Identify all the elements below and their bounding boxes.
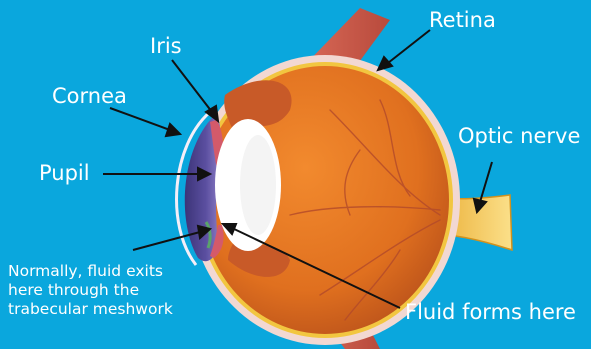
label-optic-nerve: Optic nerve [458, 126, 580, 147]
iris-leader [172, 60, 212, 112]
label-fluid-exits-line-3: trabecular meshwork [8, 300, 173, 319]
label-fluid-exits: Normally, fluid exits here through the t… [8, 262, 173, 319]
retina-leader [388, 30, 430, 63]
fluid-exits-leader [133, 232, 200, 250]
lens-shade [240, 135, 276, 235]
label-pupil: Pupil [39, 163, 90, 184]
label-iris: Iris [150, 36, 182, 57]
retina-arrowhead [378, 57, 392, 70]
optic-nerve-leader [480, 162, 492, 202]
cornea-arrowhead [166, 124, 180, 136]
label-fluid-forms-here: Fluid forms here [405, 302, 576, 323]
label-fluid-exits-line-1: Normally, fluid exits [8, 262, 173, 281]
label-fluid-exits-line-2: here through the [8, 281, 173, 300]
label-retina: Retina [429, 10, 496, 31]
label-cornea: Cornea [52, 86, 127, 107]
cornea-leader [110, 108, 170, 130]
